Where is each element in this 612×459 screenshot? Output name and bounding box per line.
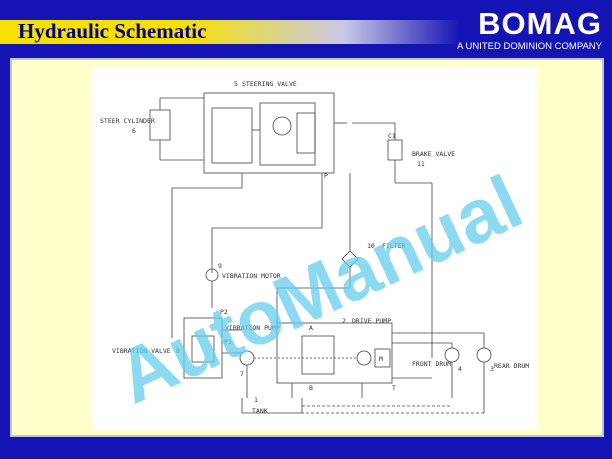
filter-symbol	[341, 250, 359, 268]
num-steer-cylinder: 6	[132, 127, 136, 135]
title-bar	[0, 20, 460, 44]
num-drive-pump: 2	[342, 317, 346, 325]
bomag-logo: BOMAG A UNITED DOMINION COMPANY	[457, 6, 602, 52]
steering-valve-box	[203, 92, 335, 174]
steering-unit-symbol	[272, 116, 292, 136]
label-drive-pump: DRIVE PUMP	[352, 317, 391, 325]
brake-valve-symbol	[387, 139, 403, 161]
logo-text: BOMAG	[478, 6, 602, 41]
page-title: Hydraulic Schematic	[18, 19, 207, 43]
label-vibration-valve: VIBRATION VALVE	[112, 347, 171, 355]
port-c1: C1	[388, 132, 396, 140]
num-filter: 10	[367, 242, 375, 250]
label-steering-valve: STEERING VALVE	[242, 80, 297, 88]
drive-pump-box	[276, 322, 393, 384]
vibration-pump-symbol	[239, 350, 255, 366]
label-steer-cylinder: STEER CYLINDER	[100, 117, 155, 125]
vibration-valve-box	[183, 317, 223, 379]
label-vibration-motor: VIBRATION MOTOR	[222, 272, 281, 280]
port-b: B	[309, 384, 313, 392]
num-rear-drum: 3	[490, 365, 494, 373]
label-front-drum: FRONT DRUM	[412, 360, 451, 368]
port-p2: P2	[220, 308, 228, 316]
port-p1: P1	[224, 338, 232, 346]
port-p: P	[324, 172, 328, 180]
port-a: A	[309, 324, 313, 332]
label-brake-valve: BRAKE VALVE	[412, 150, 455, 158]
logo-subtitle: A UNITED DOMINION COMPANY	[457, 41, 602, 52]
num-steering-valve: 5	[234, 80, 238, 88]
component-labels: STEERING VALVE 5 STEER CYLINDER 6 BRAKE …	[100, 80, 529, 415]
drive-pump-symbol	[356, 350, 372, 366]
label-rear-drum: REAR DRUM	[494, 362, 529, 370]
label-tank: TANK	[252, 407, 268, 415]
hydraulic-schematic: STEERING VALVE 5 STEER CYLINDER 6 BRAKE …	[100, 80, 529, 415]
schematic-panel: STEERING VALVE 5 STEER CYLINDER 6 BRAKE …	[92, 68, 537, 430]
num-vibration-motor: 9	[218, 262, 222, 270]
num-brake-valve: 11	[417, 160, 425, 168]
label-filter: FILTER	[382, 242, 406, 250]
num-front-drum: 4	[458, 365, 462, 373]
rear-drum-motor-symbol	[476, 347, 492, 363]
num-vibration-pump: 7	[240, 370, 244, 378]
label-vibration-pump: VIBRATION PUMP	[225, 324, 280, 332]
slide-frame: STEERING VALVE 5 STEER CYLINDER 6 BRAKE …	[10, 58, 604, 437]
steer-cylinder-symbol	[149, 109, 171, 141]
tank-symbol	[241, 398, 303, 414]
port-t: T	[392, 384, 396, 392]
num-tank: 1	[254, 396, 258, 404]
port-m: M	[379, 355, 383, 363]
num-vibration-valve: 8	[176, 347, 180, 355]
